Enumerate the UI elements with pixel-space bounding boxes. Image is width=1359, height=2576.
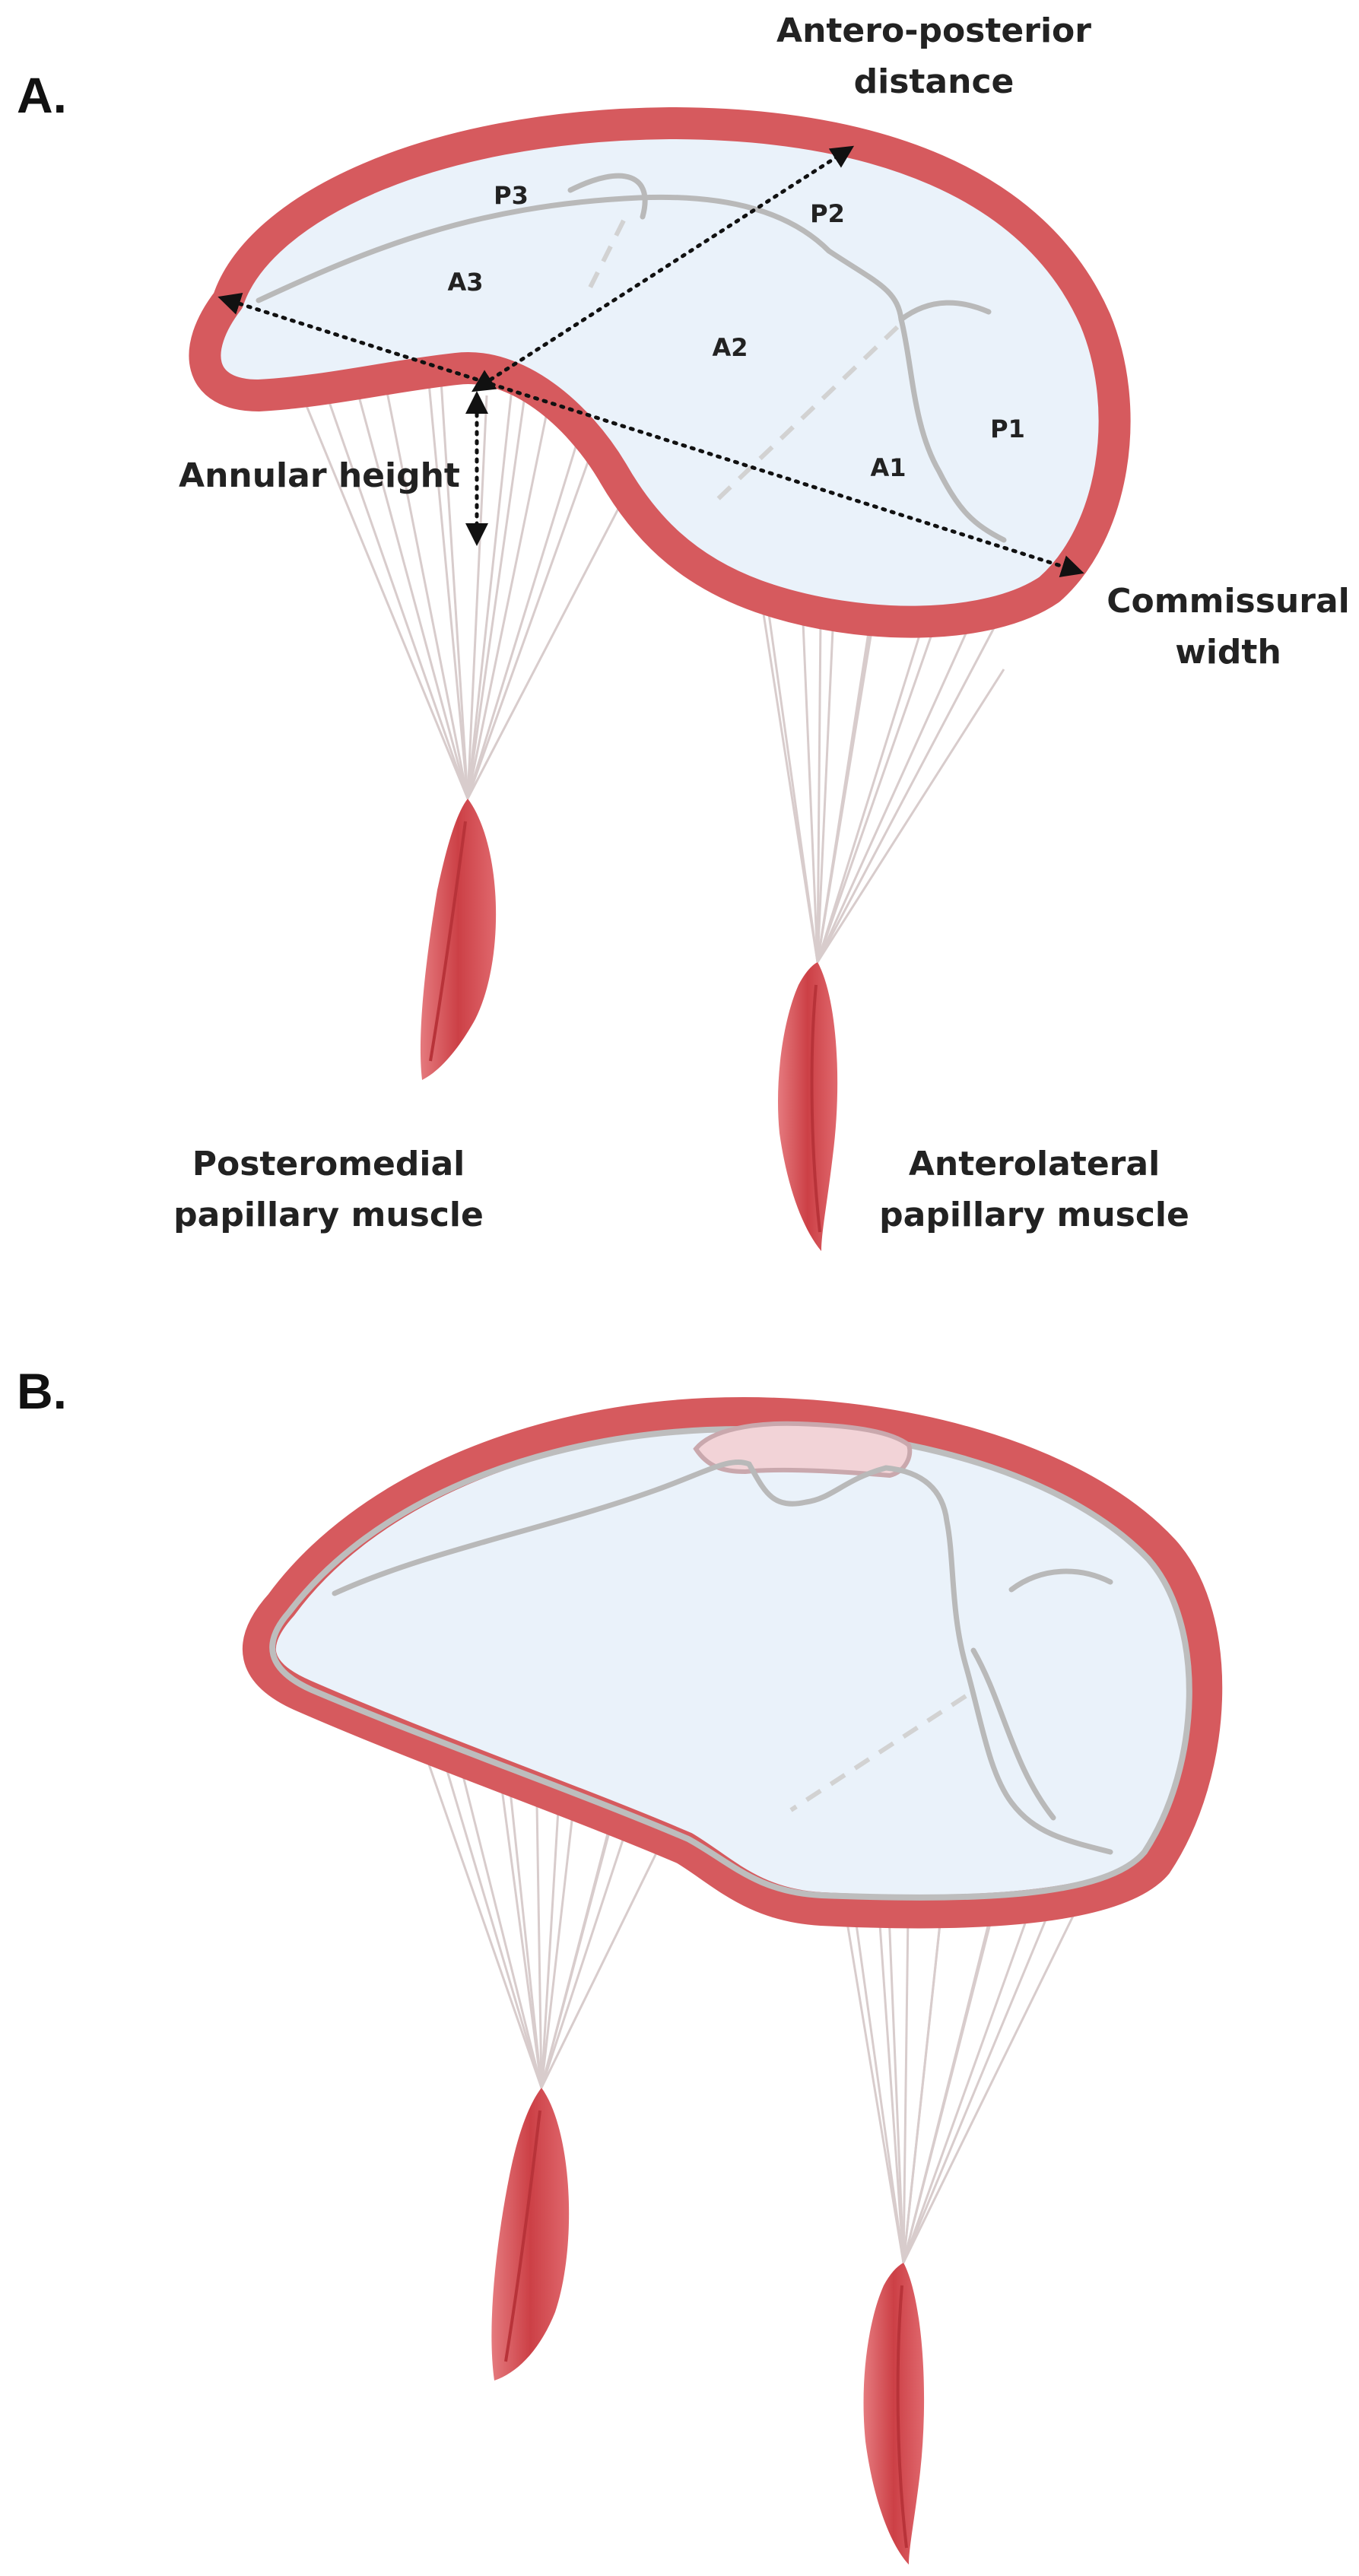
segment-p1: P1 (990, 415, 1025, 443)
label-posteromedial-line1: Posteromedial (192, 1145, 465, 1183)
label-antero-posterior-line2: distance (854, 62, 1014, 101)
segment-p3: P3 (494, 181, 529, 210)
segment-a3: A3 (447, 268, 483, 297)
segment-p2: P2 (810, 199, 845, 228)
antero-posterior-arrow (471, 145, 855, 392)
label-anterolateral-line2: papillary muscle (879, 1196, 1189, 1234)
commissural-width-arrow (218, 293, 1084, 577)
anterolateral-papillary-muscle-a (777, 962, 838, 1251)
coaptation-line-b (332, 1459, 1113, 1855)
label-annular-height: Annular height (179, 456, 460, 495)
anterolateral-papillary-muscle-b (863, 2263, 925, 2565)
label-antero-posterior-line1: Antero-posterior (776, 11, 1091, 50)
segment-a1: A1 (870, 453, 906, 482)
panel-b-letter: B. (17, 1363, 67, 1419)
panel-a-letter: A. (17, 67, 67, 123)
segment-a2: A2 (712, 333, 748, 362)
posteromedial-papillary-muscle-a (420, 799, 497, 1080)
posteromedial-papillary-muscle-b (491, 2088, 570, 2381)
panel-b: B. (17, 1363, 1223, 2565)
label-commissural-line2: width (1175, 633, 1281, 672)
label-commissural-line1: Commissural (1107, 582, 1349, 621)
panel-a: A. (17, 11, 1350, 1251)
label-anterolateral-line1: Anterolateral (909, 1145, 1160, 1183)
label-posteromedial-line2: papillary muscle (173, 1196, 484, 1234)
